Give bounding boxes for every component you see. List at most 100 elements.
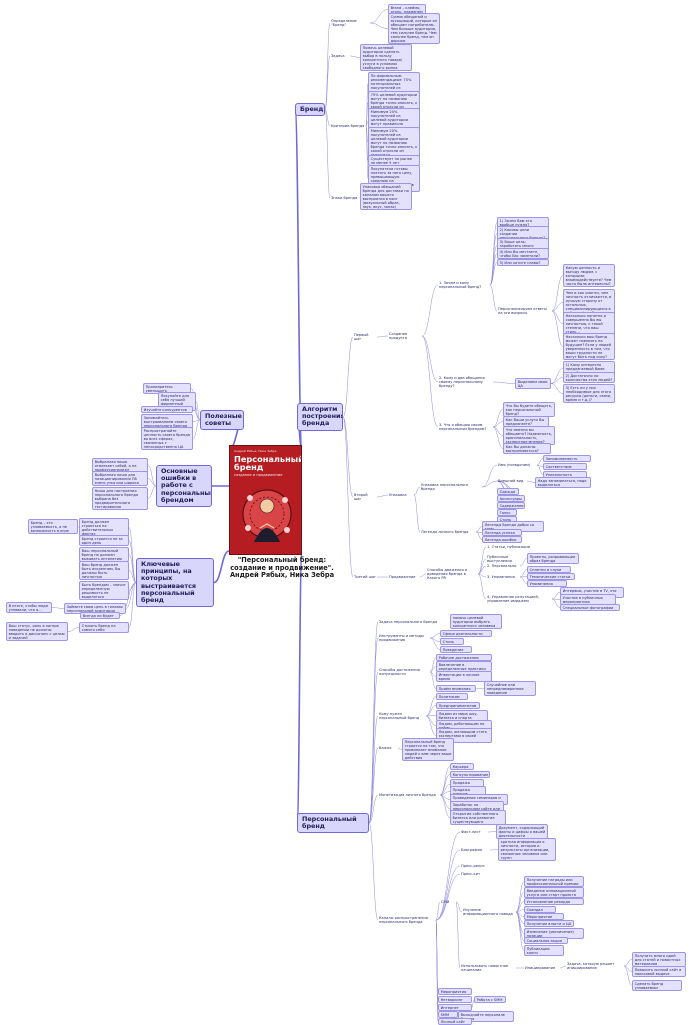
node-a-q1g[interactable]: Какую ценность и выгоду людям, с которым… [563,264,615,288]
node-p-smm[interactable]: SMM [438,1011,458,1019]
node-b-task[interactable]: Задача [331,54,345,58]
node-p-new1[interactable]: Инициирование [525,966,556,970]
node-p-ev[interactable]: Мероприятия [438,988,472,996]
node-p-ch1a[interactable]: Документ, содержащий факты и цифры о ваш… [496,824,548,840]
node-p-ways4[interactable]: Приём внимания [436,685,476,693]
node-a-look[interactable]: Внешний вид [498,479,524,483]
node-p-imp[interactable]: Важно [379,746,392,750]
node-a-p1[interactable]: 1. Статьи, публикации [487,545,531,549]
node-a-q3a[interactable]: Что Вы будете обещать, как персональный … [503,402,555,418]
node-pr2[interactable]: Бренд строится не за один день [79,535,129,547]
node-pr4[interactable]: Ваш бренд должен быть искренним, Вы долж… [79,561,129,581]
node-p-who2[interactable]: Предпринимателям [436,702,480,710]
node-a-q2[interactable]: 2. Кому и два обещания своему персональн… [439,376,485,389]
node-errors[interactable]: Основные ошибки в работе с персональным … [156,465,212,507]
node-p-tools[interactable]: Инструменты и методы продвижения [379,634,424,643]
node-p-task1[interactable]: помочь целевой аудитории выбрать конкрет… [450,614,502,630]
node-p-smi1i[interactable]: Публикация книги [524,945,564,957]
node-a-q3[interactable]: 3. Что я обещаю своим персональным бренд… [439,423,487,432]
node-p-smi1b[interactable]: Введение инновационной услуги или старт … [524,887,584,899]
node-a-p3[interactable]: 3. Упоминания [487,575,515,579]
node-b-sign1[interactable]: Упаковка обещаний бренда для доставки по… [360,183,412,211]
node-pr7[interactable]: Всегда ли будет [80,612,120,620]
node-pr-l1[interactable]: В итоге, чтобы люди узнавали, что я… [6,602,52,614]
node-p-task[interactable]: Задача персонального бренда [379,620,438,624]
node-p-mon[interactable]: Монетизация личного бренда [379,793,436,797]
node-p-ch3[interactable]: Пресс-релиз [461,864,485,868]
node-tips[interactable]: Полезные советы [200,410,244,431]
node-p-ch[interactable]: Каналы распространения персонального бре… [379,916,428,925]
node-a-promo[interactable]: Продвижение [389,575,416,579]
node-a-look4[interactable]: Содержание [497,502,525,510]
node-p-ch4[interactable]: Пресс-кит [461,872,481,876]
node-a-q1e[interactable]: 5) Или хотите славы? [497,259,549,267]
node-a-pack1[interactable]: Упаковка персонального бренда [421,483,469,492]
node-pr-l2[interactable]: Ваш статус, роль в лагере поведении не д… [6,622,68,642]
node-a-q3d[interactable]: Как Вы должны восприниматься? [503,443,551,455]
node-p-smi1f[interactable]: Получение власти и ЦА [524,920,574,928]
node-p-int1[interactable]: Работа с SMM [474,996,506,1004]
node-p-new5[interactable]: Сделать бренд узнаваемым [632,980,682,992]
node-principles[interactable]: Ключевые принципы, на которых выстраивае… [136,558,214,608]
node-a-p2[interactable]: 2. Персонально [487,564,517,568]
node-b-def[interactable]: Определение "Бренд" [331,19,357,28]
node-algo[interactable]: Алгоритм построения бренда [297,403,343,431]
node-a-promo1[interactable]: Способы движения и доведения бренда в Ка… [427,568,468,581]
node-a-name[interactable]: Имя (псевдоним) [498,463,531,467]
node-p-net[interactable]: Нетворкинг [438,996,472,1004]
node-p-mon2[interactable]: Консультирование [450,771,490,779]
node-b-crit[interactable]: Критерии бренда [331,124,365,128]
node-a-p4c[interactable]: Специальные фотографии [560,604,620,612]
node-pr3[interactable]: Ваш персональный бренд не должен вызыват… [79,547,129,563]
node-p-who1[interactable]: Политикам [436,693,468,701]
node-brand[interactable]: Бренд [295,103,325,117]
node-a-q1[interactable]: 1. Зачем и кому персональный бренд? [439,281,482,290]
node-a-look1[interactable]: Надо запоминаться, надо выделяться [535,477,591,489]
node-p-new2[interactable]: Задача, которую решает инициирование [567,962,615,971]
node-p-ch2a[interactable]: краткая информация о личности, история и… [498,838,556,862]
node-a-leg3[interactable]: Легенда-ошибки [482,536,522,544]
node-pr5[interactable]: Быть брендом – значит определенную решим… [79,581,129,601]
node-t5[interactable]: Распространяйте ценность своего бренда в… [141,427,193,451]
node-p-smi1c[interactable]: Установление рекорда [524,898,584,906]
node-p-new3[interactable]: Получить много идей для статей и новостн… [632,952,686,968]
node-p-tools3[interactable]: Поведение [440,646,472,654]
node-a-third[interactable]: Третий шаг [354,575,376,579]
node-e3[interactable]: Ниша для построения персонального бренда… [92,487,148,511]
node-p-smi1h[interactable]: Социальная акция [524,937,568,945]
node-personal[interactable]: Персональный бренд [297,813,369,834]
node-a-q1b[interactable]: 2) Каковы цели создания персонального бр… [497,226,549,242]
node-a-pack[interactable]: Упаковка [389,493,407,497]
node-p-new[interactable]: Использовать новостное начинание [461,964,509,973]
node-p-smi1a[interactable]: Получение награды или профессиональной п… [524,876,584,888]
node-a-q1i[interactable]: Насколько понятно и совершенно Вы вы лич… [563,312,615,336]
node-a-leg2[interactable]: Легенда успеха [482,529,522,537]
node-b-crit4[interactable]: Минимум 20% покупателей из целевой аудит… [368,127,420,159]
node-a-q1j[interactable]: Насколько ваш бренд может повлиять на бу… [563,333,615,361]
node-p-int[interactable]: Интернет [438,1004,472,1012]
node-p-smi1[interactable]: Изучение информационного повода [463,908,513,917]
node-p-tools2[interactable]: Стиль [440,638,464,646]
node-t3[interactable]: Изучайте конкурентов [141,406,193,414]
node-p-mon1[interactable]: Карьера [450,763,474,771]
node-p-ways1[interactable]: Рабочие достижения [436,654,492,662]
node-p-who[interactable]: Кому нужен персональный бренд [379,712,420,721]
node-a-p4[interactable]: 4. Управление репутацией, управление ими… [487,595,539,604]
node-a-second[interactable]: Второй шаг [354,493,368,502]
node-a-q2d[interactable]: 3) Есть ли у них необходимые для этого р… [563,384,615,404]
node-pr-brand[interactable]: Бренд – это узнаваемость, а не возможнос… [28,519,78,535]
node-p-tools1[interactable]: Сфера деятельности [440,630,492,638]
node-a-q1h[interactable]: Чем и как смогли, чем личность отличаютс… [563,289,615,317]
node-a-name1[interactable]: Запоминаемость [543,455,591,463]
node-p-smi[interactable]: СМИ [441,900,450,904]
node-p-smi1e[interactable]: Мероприятие [524,913,564,921]
node-pr8[interactable]: Строить бренд на самого себя [79,622,129,634]
node-p-ways3[interactable]: Инвестиции в личное время [436,671,492,683]
node-a-first[interactable]: Первый шаг [354,333,369,342]
node-a-look3[interactable]: Аксессуары [497,495,525,503]
node-b-def2[interactable]: Сумма обещаний и ассоциаций, которые он … [388,13,440,45]
node-p-ways5[interactable]: Случайное или непреднамеренное поведение [484,681,536,697]
node-a-p3c[interactable]: Упоминания [527,580,567,588]
node-a-name2[interactable]: Соответствие [543,463,587,471]
node-a-q2a[interactable]: Выделяем свою ЦА [515,378,551,390]
